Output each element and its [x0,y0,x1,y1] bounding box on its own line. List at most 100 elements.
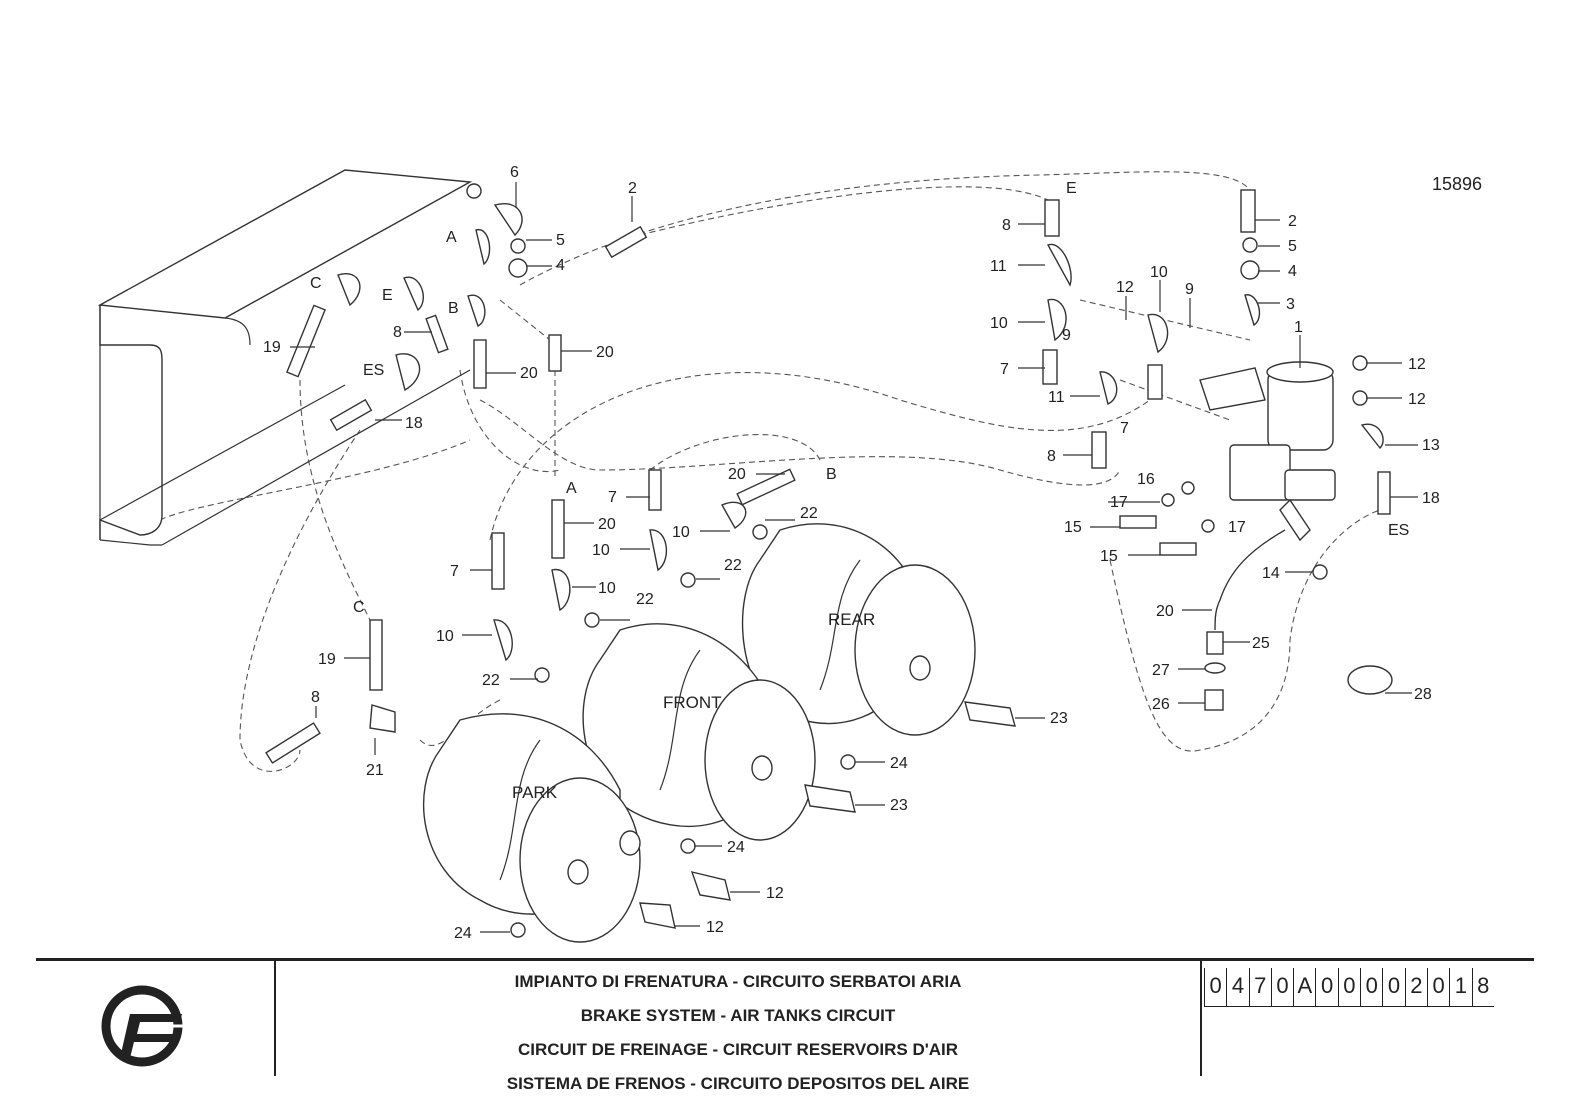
callout-19: 19 [318,651,336,668]
callout-27: 27 [1152,662,1170,679]
callout-11: 11 [990,258,1007,275]
callout-17: 17 [1110,494,1128,511]
callout-15: 15 [1064,519,1082,536]
callout-22: 22 [482,672,500,689]
title-block: IMPIANTO DI FRENATURA - CIRCUITO SERBATO… [36,958,1534,1093]
callout-23: 23 [890,797,908,814]
callout-7: 7 [450,563,459,580]
callout-7: 7 [1120,420,1129,437]
callout-18: 18 [1422,490,1440,507]
title-french: CIRCUIT DE FREINAGE - CIRCUIT RESERVOIRS… [517,1040,959,1059]
callout-8: 8 [1047,448,1056,465]
callout-16: 16 [1137,471,1155,488]
callout-E: E [1066,180,1077,197]
code-digit: 0 [1337,968,1360,1006]
callout-18: 18 [405,415,423,432]
code-digit: A [1293,968,1315,1006]
callout-2: 2 [1288,213,1297,230]
title-spanish: SISTEMA DE FRENOS - CIRCUITO DEPOSITOS D… [506,1074,970,1093]
code-digit: 4 [1226,968,1248,1006]
callout-24: 24 [727,839,745,856]
callout-ES: ES [1388,522,1409,539]
tank-label-front: FRONT [663,693,722,712]
callout-E: E [382,287,393,304]
exploded-diagram: 6 2 A 5 4 C E B 8 19 ES 20 20 18 E 8 11 … [97,164,1482,943]
code-digit: 0 [1360,968,1382,1006]
callout-8: 8 [393,324,402,341]
callout-26: 26 [1152,696,1170,713]
callout-5: 5 [556,232,565,249]
callout-labels: 6 2 A 5 4 C E B 8 19 ES 20 20 18 E 8 11 … [263,164,1440,942]
callout-28: 28 [1414,686,1432,703]
front-tank [582,623,816,841]
callout-5: 5 [1288,238,1297,255]
callout-A: A [446,229,457,246]
callout-1: 1 [1294,319,1303,336]
callout-12: 12 [1408,356,1426,373]
diagram-canvas: 6 2 A 5 4 C E B 8 19 ES 20 20 18 E 8 11 … [97,164,1440,943]
callout-12: 12 [1116,279,1134,296]
title-italian: IMPIANTO DI FRENATURA - CIRCUITO SERBATO… [514,972,962,991]
callout-C: C [310,275,322,292]
callout-20: 20 [598,516,616,533]
callout-24: 24 [890,755,908,772]
callout-20: 20 [1156,603,1174,620]
callout-10: 10 [990,315,1008,332]
callout-4: 4 [1288,263,1297,280]
callout-14: 14 [1262,565,1280,582]
callout-12: 12 [706,919,724,936]
callout-10: 10 [592,542,610,559]
callout-B: B [826,466,837,483]
title-block-divider [274,958,276,1076]
pipe-routes [159,171,1381,772]
callout-A: A [566,480,577,497]
callout-20: 20 [596,344,614,361]
callout-4: 4 [556,257,565,274]
callout-7: 7 [608,489,617,506]
callout-12: 12 [766,885,784,902]
callout-20: 20 [520,365,538,382]
callout-15: 15 [1100,548,1118,565]
title-block-divider [1200,958,1202,1076]
title-english: BRAKE SYSTEM - AIR TANKS CIRCUIT [580,1006,896,1025]
callout-10: 10 [436,628,454,645]
callout-7: 7 [1000,361,1009,378]
title-block-border [36,958,1534,961]
callout-10: 10 [1150,264,1168,281]
callout-22: 22 [636,591,654,608]
callout-B: B [448,300,459,317]
callout-ES: ES [363,362,384,379]
callout-22: 22 [800,505,818,522]
rear-tank [741,523,976,736]
callout-13: 13 [1422,437,1440,454]
code-digit: 0 [1204,968,1226,1006]
callout-17: 17 [1228,519,1246,536]
code-digit: 2 [1404,968,1427,1006]
leader-lines [290,182,1418,933]
code-digit: 0 [1382,968,1404,1006]
park-tank [423,713,641,943]
hoses-fittings [265,183,1393,938]
chassis-rail [97,169,473,546]
code-digit: 0 [1315,968,1337,1006]
code-digit: 7 [1248,968,1271,1006]
title-lines: IMPIANTO DI FRENATURA - CIRCUITO SERBATO… [278,968,1198,1104]
code-digit: 0 [1426,968,1449,1006]
callout-C: C [353,599,365,616]
callout-20: 20 [728,466,746,483]
callout-23: 23 [1050,710,1068,727]
callout-25: 25 [1252,635,1270,652]
code-digit: 1 [1449,968,1471,1006]
callout-2: 2 [628,180,637,197]
callout-11: 11 [1048,389,1065,406]
code-digit: 0 [1270,968,1293,1006]
callout-12: 12 [1408,391,1426,408]
code-digit: 8 [1471,968,1494,1006]
callout-3: 3 [1286,296,1295,313]
callout-8: 8 [311,689,320,706]
callout-21: 21 [366,762,384,779]
tank-label-park: PARK [512,783,558,802]
air-dryer-unit [1199,361,1336,542]
callout-10: 10 [672,524,690,541]
callout-19: 19 [263,339,281,356]
